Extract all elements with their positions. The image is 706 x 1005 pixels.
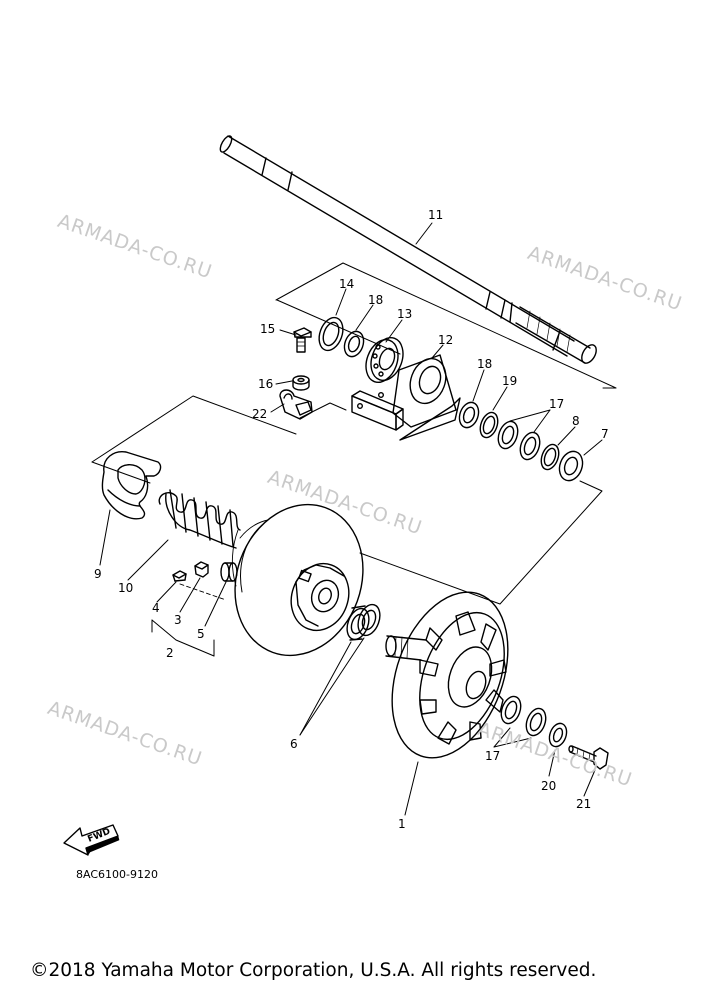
callout-1: 1 [398, 817, 406, 831]
bearing-part-13 [365, 336, 404, 384]
washer-part-20 [548, 722, 568, 748]
fixed-sheave-part-1 [385, 591, 509, 759]
callout-18-lower: 18 [477, 357, 492, 371]
snap-ring-part-14 [318, 316, 344, 352]
washer-part-17-upper-b [519, 431, 541, 461]
callout-8: 8 [572, 414, 580, 428]
copyright-notice: ©2018 Yamaha Motor Corporation, U.S.A. A… [30, 960, 597, 981]
bushing-part-6-b [357, 603, 381, 637]
callout-6: 6 [290, 737, 298, 751]
callout-17-lower: 17 [485, 749, 500, 763]
leader-lines [99, 222, 603, 816]
callout-7: 7 [601, 427, 609, 441]
bolt-part-15 [293, 327, 312, 353]
drawing-code: 8AC6100-9120 [76, 868, 158, 881]
moveable-sheave [231, 503, 364, 657]
callout-16: 16 [258, 377, 273, 391]
clamp-part-22 [279, 389, 313, 420]
callout-17-upper: 17 [549, 397, 564, 411]
callout-5: 5 [197, 627, 205, 641]
callout-3: 3 [174, 613, 182, 627]
callout-14: 14 [339, 277, 354, 291]
callout-10: 10 [118, 581, 133, 595]
callout-4: 4 [152, 601, 160, 615]
roller-part-5 [220, 562, 238, 582]
callout-2: 2 [166, 646, 174, 660]
washer-part-17-lower-a [500, 695, 522, 725]
washer-part-18-upper [343, 330, 365, 358]
nut-part-16 [292, 375, 310, 391]
snap-ring-part-8 [540, 443, 560, 471]
washer-part-17-lower-b [525, 707, 547, 737]
callout-11: 11 [428, 208, 443, 222]
callout-22: 22 [252, 407, 267, 421]
callout-9: 9 [94, 567, 102, 581]
callout-15: 15 [260, 322, 275, 336]
spring-part-10 [158, 489, 241, 549]
callout-13: 13 [397, 307, 412, 321]
callout-12: 12 [438, 333, 453, 347]
callout-21: 21 [576, 797, 591, 811]
callout-20: 20 [541, 779, 556, 793]
weight-part-3 [194, 561, 209, 578]
bearing-housing-part-12 [351, 354, 461, 441]
forward-arrow-icon [63, 824, 120, 856]
callout-19: 19 [502, 374, 517, 388]
cam-part-9 [101, 451, 162, 520]
snap-ring-part-19 [479, 411, 499, 439]
bolt-part-21 [568, 745, 609, 770]
jackshaft-part-11 [219, 135, 597, 364]
bolt-part-4 [172, 570, 187, 582]
callout-numbers: 11 14 18 13 15 12 16 22 18 19 17 8 7 9 1… [94, 208, 609, 831]
callout-18: 18 [368, 293, 383, 307]
washer-part-7 [558, 450, 584, 482]
washer-part-18-lower [458, 401, 480, 429]
washer-part-17-upper-a [497, 420, 519, 450]
